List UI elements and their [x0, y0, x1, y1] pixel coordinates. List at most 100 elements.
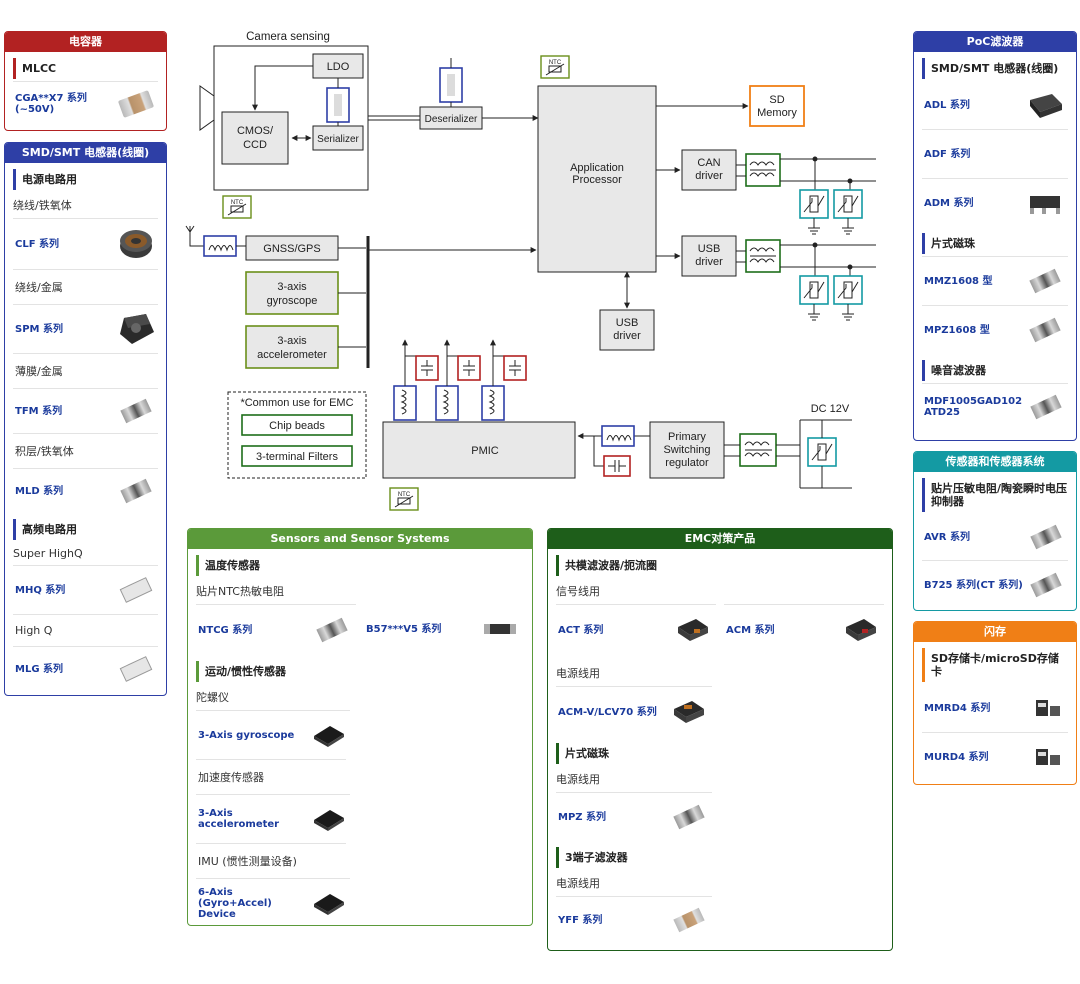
product-item-mmrd4[interactable]: MMRD4 系列: [922, 684, 1068, 732]
svg-text:NTC: NTC: [549, 60, 562, 66]
gyroscope-label-1: 3-axis: [277, 281, 307, 293]
acm-link[interactable]: ACM 系列: [726, 624, 775, 636]
mpz-thumbnail: [673, 804, 705, 830]
product-item-6axis-device[interactable]: 6-Axis (Gyro+Accel) Device: [196, 878, 350, 925]
camera-sensing-title: Camera sensing: [246, 31, 330, 43]
ntc-thermistor-label: 贴片NTC热敏电阻: [196, 585, 284, 598]
product-item-yff[interactable]: YFF 系列: [556, 896, 712, 943]
product-item-mlg[interactable]: MLG 系列: [13, 646, 158, 691]
product-item-3axis-accelerometer[interactable]: 3-Axis accelerometer: [196, 794, 350, 843]
product-item-b57[interactable]: B57***V5 系列: [364, 604, 524, 654]
ap-label-2: Processor: [572, 174, 622, 186]
product-item-avr[interactable]: AVR 系列: [922, 514, 1068, 560]
pmic-output-2: [435, 339, 481, 421]
adf-link[interactable]: ADF 系列: [924, 148, 971, 160]
product-item-mpz1608[interactable]: MPZ1608 型: [922, 305, 1068, 354]
product-item-tfm[interactable]: TFM 系列: [13, 388, 158, 433]
6axis-device-link[interactable]: 6-Axis (Gyro+Accel) Device: [198, 886, 272, 920]
pmic-input-capacitor: [603, 455, 631, 477]
product-item-mdf1005[interactable]: MDF1005GAD102ATD25: [922, 383, 1068, 430]
3-terminal-filters-label: 3-terminal Filters: [256, 451, 338, 463]
svg-text:NTC: NTC: [398, 492, 411, 498]
ntc-thermistor-icon: NTC: [540, 55, 570, 79]
product-item-3axis-gyroscope[interactable]: 3-Axis gyroscope: [196, 710, 350, 759]
power-circuit-section: 电源电路用: [13, 169, 158, 190]
3axis-accelerometer-link[interactable]: 3-Axis accelerometer: [198, 808, 280, 830]
adl-link[interactable]: ADL 系列: [924, 99, 970, 111]
product-item-acm[interactable]: ACM 系列: [724, 604, 884, 655]
dc-input-varistor: [807, 420, 837, 488]
accelerometer-chip-thumbnail: [314, 810, 344, 831]
b725-link[interactable]: B725 系列(CT 系列): [924, 579, 1023, 591]
usb-varistor-1: [799, 275, 829, 321]
emc-chip-bead-section: 片式磁珠: [556, 743, 884, 764]
accelerometer-block: [245, 325, 339, 369]
mpz1608-link[interactable]: MPZ1608 型: [924, 324, 990, 336]
spm-link[interactable]: SPM 系列: [15, 323, 63, 335]
accelerometer-label-1: 3-axis: [277, 335, 307, 347]
mmrd4-link[interactable]: MMRD4 系列: [924, 702, 991, 714]
murd4-link[interactable]: MURD4 系列: [924, 751, 989, 763]
product-item-acm-v-lcv70[interactable]: ACM-V/LCV70 系列: [556, 686, 712, 737]
ntc-thermistor-icon: NTC: [389, 487, 419, 511]
ntc-thermistor-icon: NTC: [222, 195, 252, 219]
mlcc-section: MLCC: [13, 58, 158, 79]
tfm-link[interactable]: TFM 系列: [15, 405, 63, 417]
gyroscope-label: 陀螺仪: [196, 691, 229, 704]
mlg-link[interactable]: MLG 系列: [15, 663, 64, 675]
mmz1608-link[interactable]: MMZ1608 型: [924, 275, 993, 287]
can-varistor-1: [799, 189, 829, 235]
capacitor-panel: 电容器 MLCC CGA**X7 系列(~50V): [4, 31, 167, 131]
ntcg-link[interactable]: NTCG 系列: [198, 624, 253, 636]
thin-film-metal-label: 薄膜/金属: [13, 353, 158, 388]
product-item-mld[interactable]: MLD 系列: [13, 468, 158, 513]
camera-lens-icon: [199, 85, 215, 131]
adm-link[interactable]: ADM 系列: [924, 197, 974, 209]
product-item-clf[interactable]: CLF 系列: [13, 218, 158, 269]
product-item-mhq[interactable]: MHQ 系列: [13, 565, 158, 614]
product-item-adl[interactable]: ADL 系列: [922, 81, 1068, 129]
product-item-adf[interactable]: ADF 系列: [922, 129, 1068, 178]
product-item-act[interactable]: ACT 系列: [556, 604, 716, 655]
product-item-mpz[interactable]: MPZ 系列: [556, 792, 712, 841]
usb-driver-lower-block: [599, 309, 655, 351]
product-item-cga[interactable]: CGA**X7 系列(~50V): [13, 81, 158, 126]
mhq-link[interactable]: MHQ 系列: [15, 584, 66, 596]
varistor-header: 传感器和传感器系统: [914, 452, 1076, 472]
usb-varistor-2: [833, 275, 863, 321]
product-item-mmz1608[interactable]: MMZ1608 型: [922, 256, 1068, 305]
product-item-spm[interactable]: SPM 系列: [13, 304, 158, 353]
acm-v-lcv70-thumbnail: [674, 701, 704, 723]
memory-label: Memory: [757, 107, 797, 119]
product-item-ntcg[interactable]: NTCG 系列: [196, 604, 356, 655]
acm-v-lcv70-link[interactable]: ACM-V/LCV70 系列: [558, 706, 657, 718]
avr-link[interactable]: AVR 系列: [924, 531, 970, 543]
can-label: CAN: [697, 157, 720, 169]
act-link[interactable]: ACT 系列: [558, 624, 604, 636]
pmic-block: [382, 421, 576, 479]
adm-thumbnail: [1030, 196, 1060, 214]
cmos-ccd-block: [221, 111, 289, 165]
clf-link[interactable]: CLF 系列: [15, 238, 60, 250]
emc-panel: EMC对策产品 共模滤波器/扼流圈 信号线用 ACT 系列 ACM 系列 电源线…: [547, 528, 893, 951]
product-item-adm[interactable]: ADM 系列: [922, 178, 1068, 227]
mpz-link[interactable]: MPZ 系列: [558, 811, 607, 823]
product-item-murd4[interactable]: MURD4 系列: [922, 732, 1068, 781]
sd-card-section: SD存储卡/microSD存储卡: [922, 648, 1068, 682]
mdf1005-link[interactable]: MDF1005GAD102ATD25: [924, 396, 1023, 418]
multilayer-ferrite-label: 积层/铁氧体: [13, 433, 158, 468]
b57-link[interactable]: B57***V5 系列: [366, 623, 442, 635]
capacitor-header: 电容器: [5, 32, 166, 52]
gyroscope-block: [245, 271, 339, 315]
3axis-gyroscope-link[interactable]: 3-Axis gyroscope: [198, 729, 295, 741]
mld-link[interactable]: MLD 系列: [15, 485, 64, 497]
ap-label-1: Application: [570, 162, 624, 174]
sd-label: SD: [769, 94, 784, 106]
accelerometer-label: 加速度传感器: [196, 759, 346, 794]
flash-panel: 闪存 SD存储卡/microSD存储卡 MMRD4 系列 MURD4 系列: [913, 621, 1077, 785]
cga-link[interactable]: CGA**X7 系列(~50V): [15, 93, 87, 115]
ccd-label: CCD: [243, 139, 267, 151]
poc-filter-panel: PoC滤波器 SMD/SMT 电感器(线圈) ADL 系列 ADF 系列 ADM…: [913, 31, 1077, 441]
yff-link[interactable]: YFF 系列: [558, 914, 603, 926]
product-item-b725[interactable]: B725 系列(CT 系列): [922, 560, 1068, 609]
